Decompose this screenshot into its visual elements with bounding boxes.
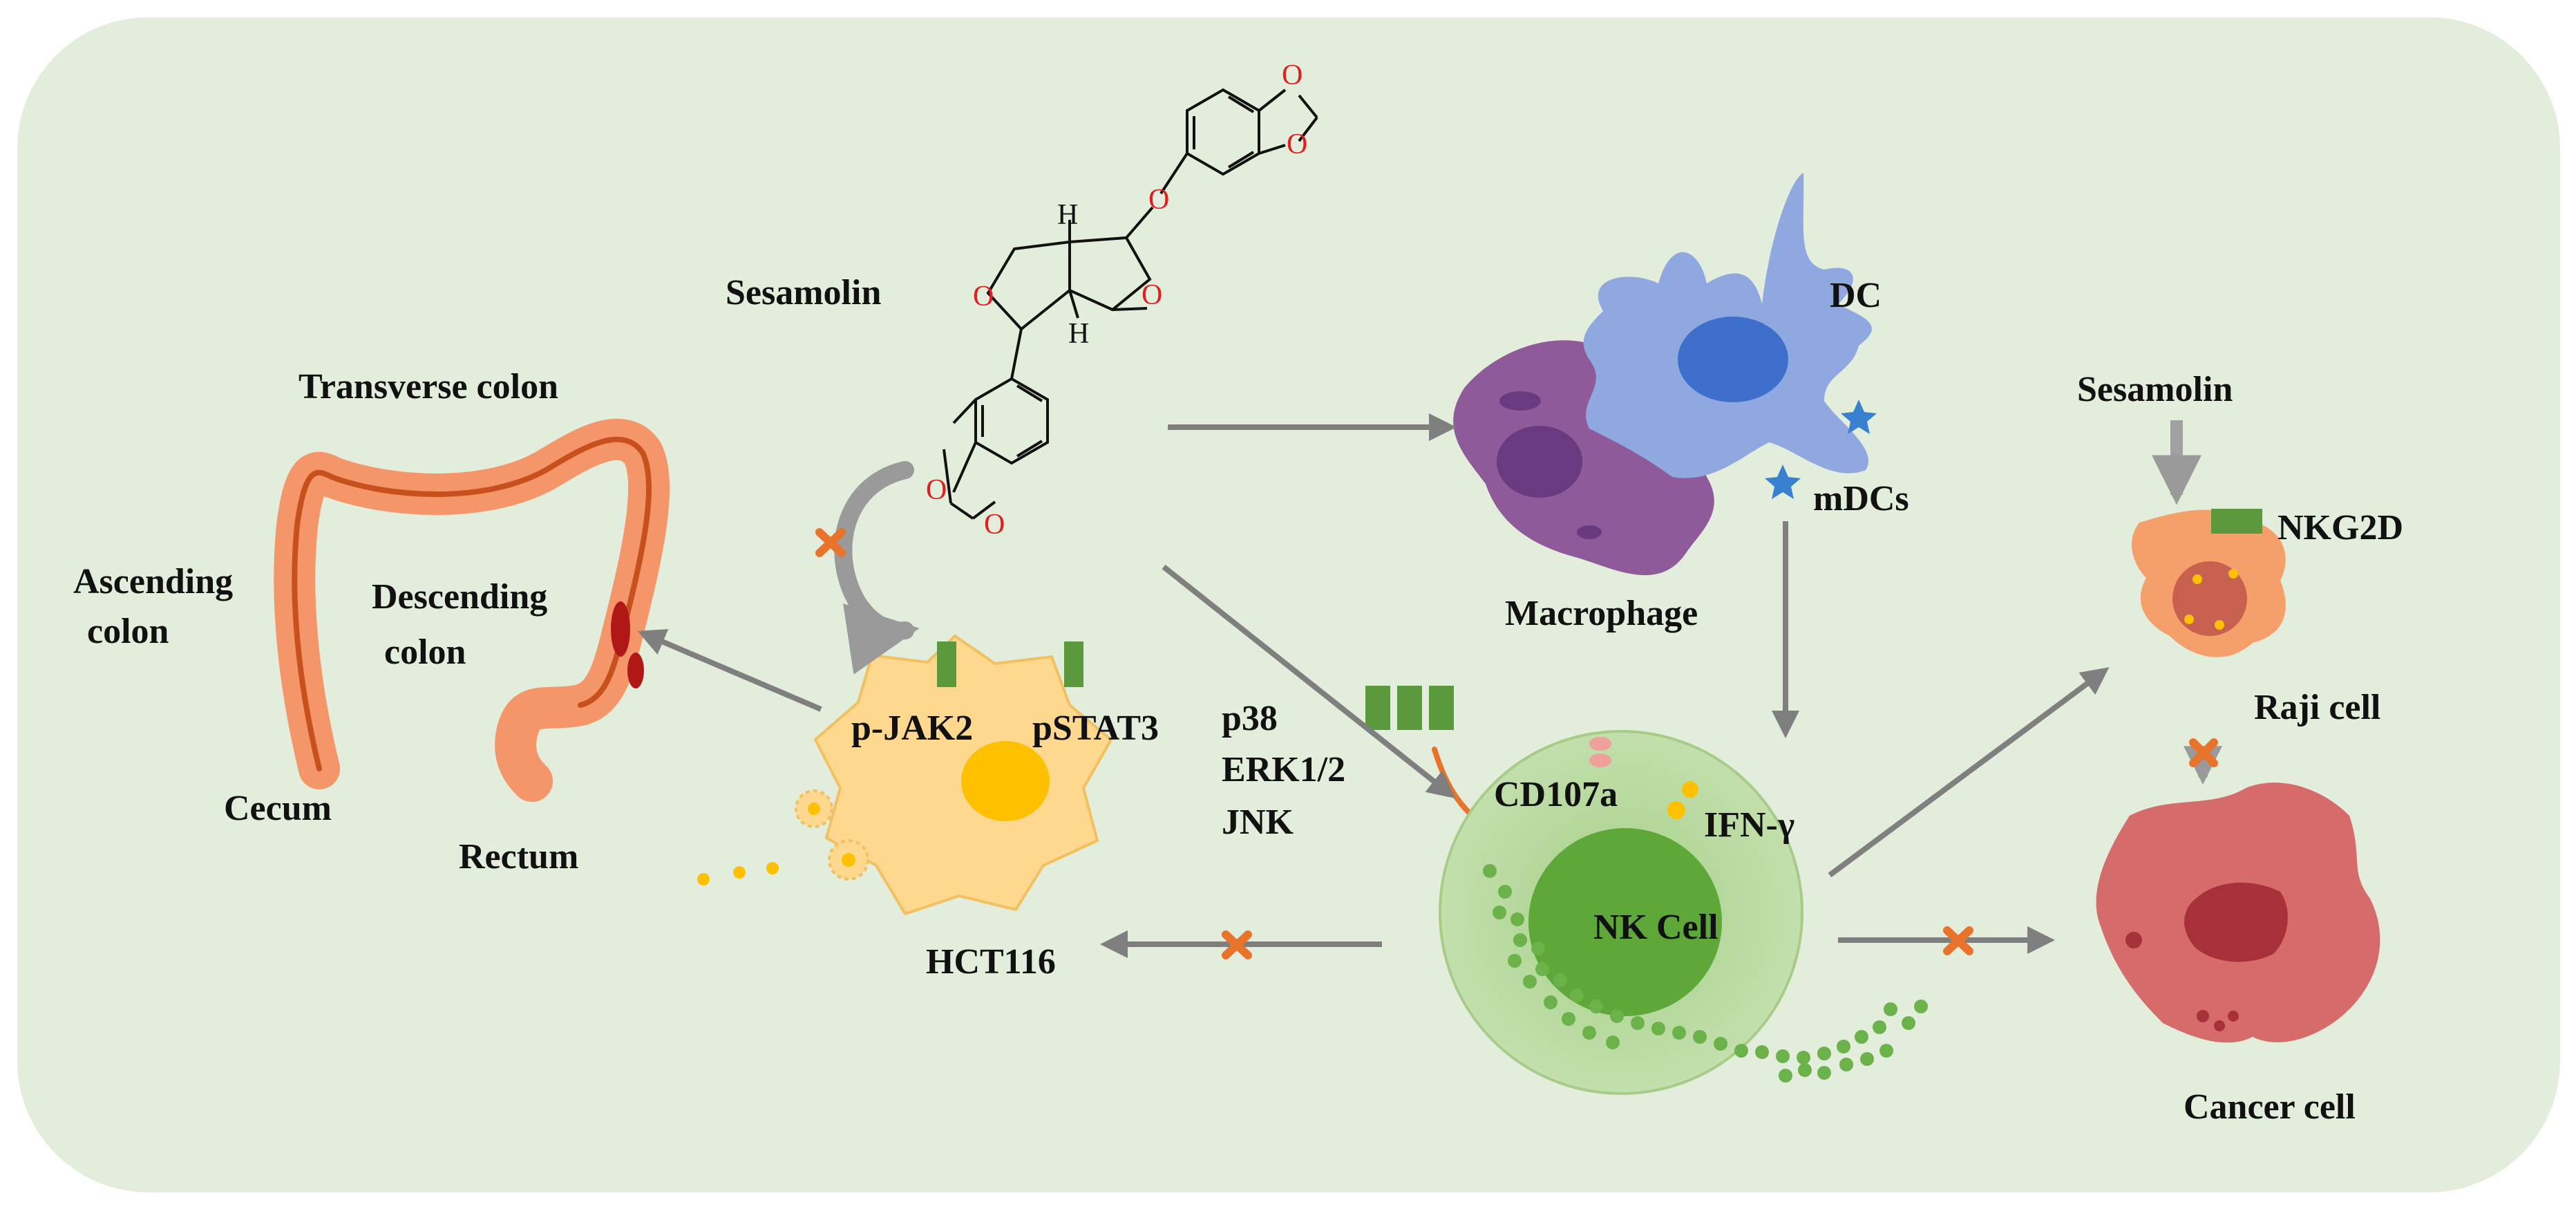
sesamolin-to-hct116-arrow — [834, 461, 920, 675]
cd107a-marker — [1589, 737, 1611, 751]
inhibit-x-icon — [1222, 930, 1252, 959]
cecum-label: Cecum — [224, 789, 332, 828]
dendritic-cell — [1583, 173, 1877, 499]
hct116-label: HCT116 — [926, 942, 1056, 982]
nk-cell — [1439, 730, 1928, 1095]
receptor-icon — [937, 641, 956, 687]
arrow-icon — [1828, 667, 2110, 878]
p-jak2-label: p-JAK2 — [851, 709, 973, 748]
svg-text:O: O — [1142, 279, 1162, 311]
ascending-colon-label-2: colon — [87, 612, 169, 651]
svg-text:O: O — [1287, 129, 1307, 160]
colon-illustration — [274, 418, 670, 802]
sesamolin-label: Sesamolin — [726, 273, 881, 312]
receptor-icon — [1429, 686, 1454, 730]
raji-cell — [2132, 509, 2286, 657]
molecule-atoms: O O O O O O O H H — [926, 59, 1307, 541]
arrow-icon — [637, 629, 822, 712]
svg-text:O: O — [1282, 59, 1303, 91]
svg-text:O: O — [984, 509, 1005, 541]
ifn-gamma-label: IFN-γ — [1704, 805, 1794, 845]
pathway-arrows — [637, 413, 2110, 958]
ascending-colon-label: Ascending — [73, 562, 233, 601]
nkg2d-receptor-icon — [2211, 509, 2262, 534]
inhibit-x-icon — [815, 528, 846, 557]
svg-text:H: H — [1057, 199, 1078, 231]
sesamolin-right-label: Sesamolin — [2077, 370, 2233, 409]
transverse-colon-label: Transverse colon — [299, 367, 558, 406]
cd107a-label: CD107a — [1494, 775, 1618, 814]
hct116-nucleus — [961, 741, 1050, 821]
raji-cell-label: Raji cell — [2254, 688, 2380, 727]
p38-label: p38 — [1222, 699, 1278, 738]
cancer-cell-label: Cancer cell — [2184, 1087, 2356, 1127]
descending-colon-label: Descending — [372, 577, 547, 617]
mdc-star-icon — [1841, 400, 1877, 434]
mdc-star-icon — [1765, 465, 1801, 499]
nk-granules — [1483, 864, 1928, 1083]
sesamolin-structure — [943, 88, 1318, 520]
rectum-label: Rectum — [459, 837, 578, 877]
descending-colon-label-2: colon — [384, 632, 466, 672]
nk-cell-label: NK Cell — [1593, 908, 1718, 947]
macrophage-nucleus — [1497, 426, 1582, 498]
background-panel — [17, 17, 2560, 1192]
tumor-mark — [611, 601, 630, 657]
inhibit-x-icon — [2189, 738, 2218, 767]
svg-text:O: O — [973, 281, 994, 312]
inhibit-x-icon — [1943, 926, 1973, 955]
arrow-icon — [1162, 564, 1456, 798]
cancer-cell — [2096, 782, 2380, 1043]
pstat3-label: pSTAT3 — [1032, 709, 1159, 748]
cancer-nucleus — [2184, 882, 2288, 962]
erk-label: ERK1/2 — [1222, 750, 1345, 789]
nkg2d-label: NKG2D — [2277, 508, 2403, 547]
granule-icon — [1667, 801, 1685, 819]
svg-text:O: O — [926, 474, 947, 506]
tumor-mark — [627, 653, 644, 688]
dc-label: DC — [1830, 276, 1882, 315]
mdcs-label: mDCs — [1813, 479, 1909, 518]
macrophage-label: Macrophage — [1505, 594, 1698, 633]
receptor-icon — [1064, 641, 1083, 687]
svg-text:H: H — [1068, 318, 1089, 350]
receptor-icon — [1397, 686, 1422, 730]
svg-text:O: O — [1148, 184, 1169, 216]
secreted-particles — [697, 789, 869, 885]
hct116-cell — [813, 634, 1113, 916]
receptor-icon — [1365, 686, 1390, 730]
dc-nucleus — [1678, 317, 1788, 402]
jnk-label: JNK — [1222, 803, 1294, 842]
inhibit-marks — [815, 528, 2218, 959]
granule-icon — [1682, 781, 1698, 798]
nk-cell-nucleus — [1528, 828, 1722, 1016]
